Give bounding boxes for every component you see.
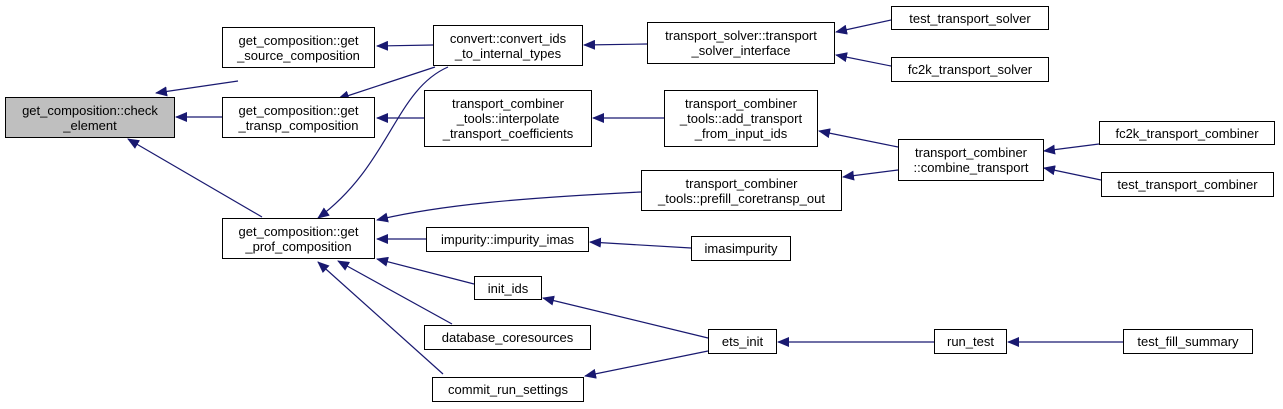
- edge-convert-to-source: [376, 40, 434, 51]
- node-database-coresources[interactable]: database_coresources: [424, 325, 591, 350]
- node-transport-solver-interface[interactable]: transport_solver::transport _solver_inte…: [647, 22, 835, 64]
- node-convert-ids-to-internal-types[interactable]: convert::convert_ids _to_internal_types: [433, 25, 583, 66]
- node-imasimpurity[interactable]: imasimpurity: [691, 236, 791, 261]
- node-get-transp-composition[interactable]: get_composition::get _transp_composition: [222, 97, 375, 138]
- edge-transport-solver-to-convert: [583, 39, 648, 50]
- edge-convert-to-transp: [337, 66, 436, 101]
- edge-convert-to-prof: [317, 66, 449, 219]
- node-commit-run-settings[interactable]: commit_run_settings: [432, 377, 584, 402]
- node-prefill-coretransp-out[interactable]: transport_combiner _tools::prefill_coret…: [641, 170, 842, 211]
- node-get-prof-composition[interactable]: get_composition::get _prof_composition: [222, 218, 375, 259]
- node-test-transport-combiner[interactable]: test_transport_combiner: [1101, 172, 1274, 197]
- edge-database-to-prof: [337, 260, 453, 325]
- edge-source-to-check: [155, 80, 239, 97]
- node-test-fill-summary[interactable]: test_fill_summary: [1123, 329, 1253, 354]
- edge-test-solver-to-transport-solver: [835, 19, 892, 35]
- node-impurity-imas[interactable]: impurity::impurity_imas: [426, 227, 589, 252]
- node-interpolate-transport-coefficients[interactable]: transport_combiner _tools::interpolate _…: [424, 90, 592, 147]
- node-init-ids[interactable]: init_ids: [474, 276, 542, 300]
- edge-prefill-to-prof: [376, 191, 642, 223]
- edge-combine-to-add-transport: [818, 128, 899, 148]
- node-fc2k-transport-combiner[interactable]: fc2k_transport_combiner: [1099, 121, 1275, 145]
- node-ets-init[interactable]: ets_init: [708, 329, 777, 354]
- edge-initids-to-prof: [376, 256, 475, 285]
- edge-fc2k-combiner-to-combine: [1043, 143, 1100, 155]
- edge-prof-to-check: [127, 138, 263, 218]
- edge-etsinit-to-commit: [584, 350, 709, 379]
- node-combine-transport[interactable]: transport_combiner ::combine_transport: [898, 139, 1044, 181]
- node-get-source-composition[interactable]: get_composition::get _source_composition: [222, 27, 375, 68]
- edge-combine-to-prefill: [842, 169, 899, 181]
- node-run-test[interactable]: run_test: [934, 329, 1007, 354]
- edge-fc2k-solver-to-transport-solver: [835, 52, 892, 67]
- node-add-transport-from-input-ids[interactable]: transport_combiner _tools::add_transport…: [664, 90, 818, 147]
- edge-imasimpurity-to-impurity: [589, 237, 692, 249]
- edge-test-combiner-to-combine: [1043, 165, 1102, 181]
- node-check-element: get_composition::check _element: [5, 97, 175, 138]
- edge-commit-to-prof: [317, 261, 444, 375]
- node-test-transport-solver[interactable]: test_transport_solver: [891, 6, 1049, 30]
- node-fc2k-transport-solver[interactable]: fc2k_transport_solver: [891, 57, 1049, 82]
- edge-etsinit-to-initids: [542, 295, 709, 339]
